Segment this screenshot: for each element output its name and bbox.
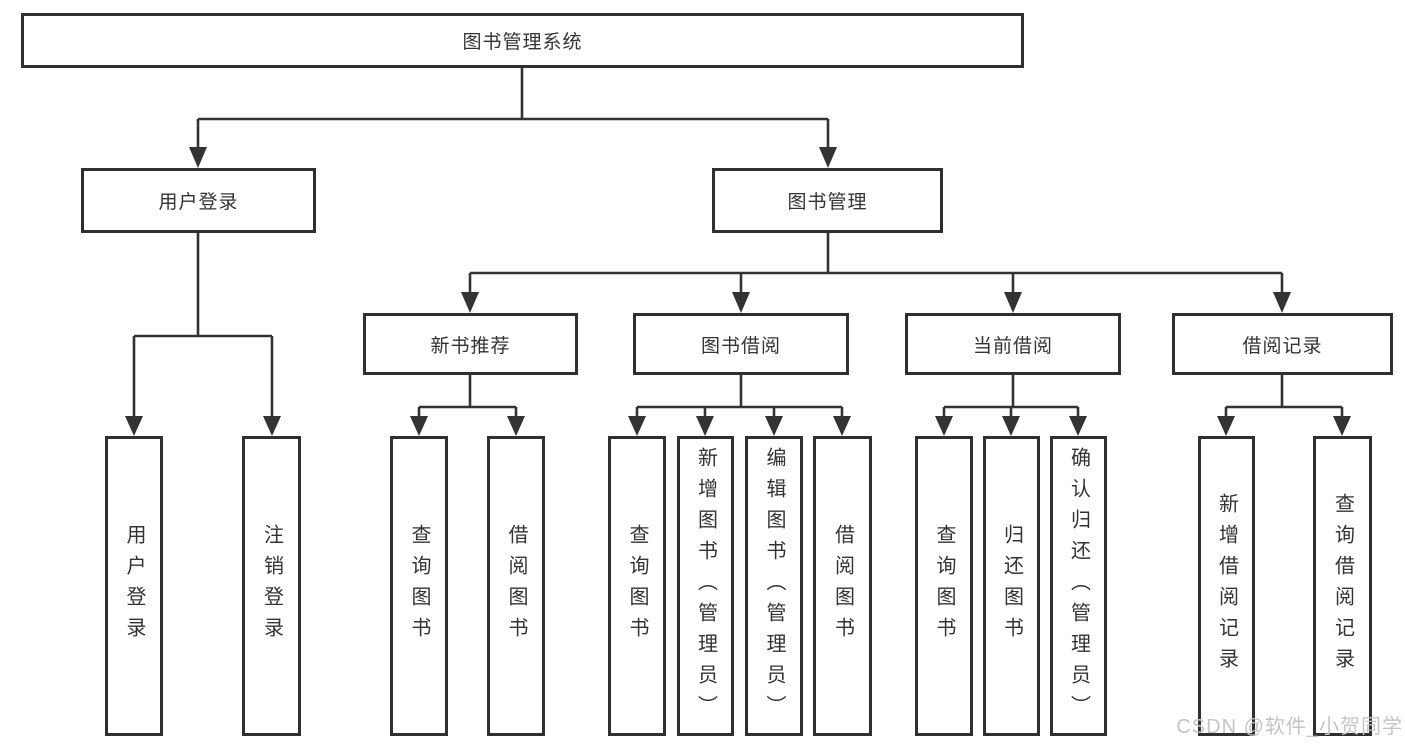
leaf-add-book-admin-label: 新增图书（管理员）	[694, 446, 717, 726]
connector-strokes	[132, 68, 1344, 417]
node-borrowing-records-label: 借阅记录	[1242, 335, 1323, 357]
leaf-return-book-label: 归还图书	[1000, 524, 1023, 648]
node-root-system-label: 图书管理系统	[462, 32, 583, 53]
leaf-query-borrow-record-label: 查询借阅记录	[1331, 493, 1354, 679]
leaf-borrow-book-recommend: 借阅图书	[487, 436, 545, 736]
node-book-management-label: 图书管理	[787, 192, 868, 213]
leaf-confirm-return-admin-label: 确认归还（管理员）	[1067, 446, 1090, 726]
leaf-query-borrow-record: 查询借阅记录	[1313, 436, 1372, 736]
node-book-management: 图书管理	[712, 168, 943, 233]
leaf-edit-book-admin: 编辑图书（管理员）	[745, 436, 803, 736]
leaf-logout-label: 注销登录	[260, 524, 283, 648]
node-borrowing-records: 借阅记录	[1172, 313, 1393, 375]
leaf-user-login-label: 用户登录	[123, 524, 145, 648]
node-book-borrowing-label: 图书借阅	[700, 335, 781, 357]
arrowheads	[125, 147, 1351, 436]
leaf-query-book-borrowing-label: 查询图书	[626, 524, 648, 648]
node-current-borrowing-label: 当前借阅	[972, 335, 1053, 357]
leaf-query-book-current: 查询图书	[915, 436, 973, 736]
node-new-book-recommend-label: 新书推荐	[430, 335, 511, 357]
leaf-borrow-book-recommend-label: 借阅图书	[505, 524, 527, 648]
csdn-watermark: CSDN @软件_小贺同学	[1176, 716, 1403, 738]
node-book-borrowing: 图书借阅	[633, 313, 849, 375]
leaf-borrow-book-borrowing: 借阅图书	[813, 436, 872, 736]
node-user-login-group-label: 用户登录	[158, 192, 239, 213]
node-new-book-recommend: 新书推荐	[363, 313, 578, 375]
leaf-edit-book-admin-label: 编辑图书（管理员）	[763, 446, 785, 726]
leaf-return-book: 归还图书	[983, 436, 1040, 736]
leaf-confirm-return-admin: 确认归还（管理员）	[1050, 436, 1107, 736]
leaf-query-book-current-label: 查询图书	[933, 524, 955, 648]
leaf-user-login: 用户登录	[105, 436, 163, 736]
leaf-query-book-recommend: 查询图书	[390, 436, 448, 736]
node-user-login-group: 用户登录	[81, 168, 316, 233]
leaf-add-borrow-record-label: 新增借阅记录	[1215, 493, 1238, 679]
leaf-query-book-borrowing: 查询图书	[608, 436, 666, 736]
leaf-add-book-admin: 新增图书（管理员）	[677, 436, 734, 736]
leaf-logout: 注销登录	[242, 436, 301, 736]
node-root-system: 图书管理系统	[21, 13, 1024, 68]
node-current-borrowing: 当前借阅	[905, 313, 1121, 375]
leaf-query-book-recommend-label: 查询图书	[408, 524, 430, 648]
leaf-borrow-book-borrowing-label: 借阅图书	[831, 524, 854, 648]
leaf-add-borrow-record: 新增借阅记录	[1198, 436, 1255, 736]
